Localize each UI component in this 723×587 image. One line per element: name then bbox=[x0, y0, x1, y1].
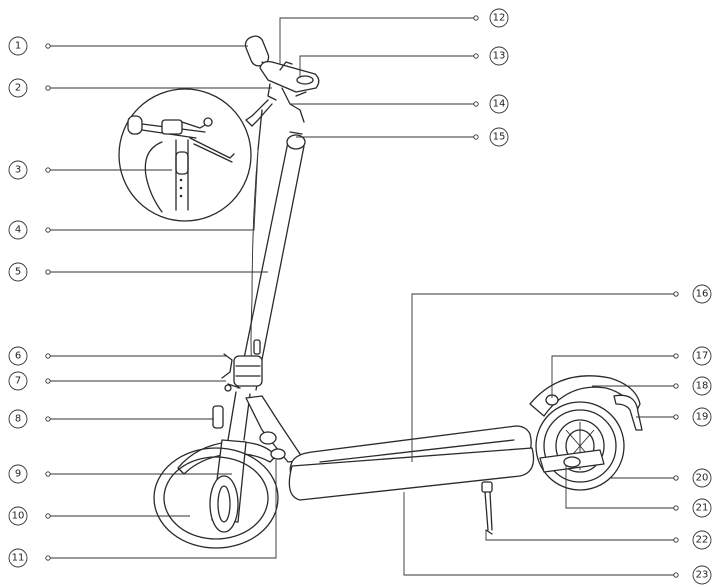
svg-text:17: 17 bbox=[696, 351, 709, 362]
svg-text:6: 6 bbox=[15, 351, 21, 362]
svg-text:1: 1 bbox=[15, 41, 21, 52]
svg-text:9: 9 bbox=[15, 469, 21, 480]
svg-text:12: 12 bbox=[493, 13, 506, 24]
svg-text:18: 18 bbox=[696, 381, 709, 392]
svg-text:20: 20 bbox=[696, 473, 709, 484]
handlebar-head bbox=[259, 60, 320, 123]
callout-16: 16 bbox=[692, 284, 712, 304]
svg-text:14: 14 bbox=[493, 99, 506, 110]
callout-13: 13 bbox=[489, 46, 509, 66]
rear-wheel bbox=[535, 401, 625, 491]
svg-text:23: 23 bbox=[696, 570, 709, 581]
detail-zoom-circle bbox=[118, 88, 252, 222]
callout-12: 12 bbox=[489, 8, 509, 28]
stem-tube bbox=[237, 131, 306, 391]
callout-5: 5 bbox=[8, 262, 28, 282]
brake-lever bbox=[245, 99, 273, 151]
front-light bbox=[212, 405, 224, 429]
svg-text:19: 19 bbox=[696, 412, 709, 423]
svg-text:7: 7 bbox=[15, 376, 21, 387]
callout-19: 19 bbox=[692, 407, 712, 427]
leader-lines bbox=[48, 17, 676, 576]
callout-1: 1 bbox=[8, 36, 28, 56]
svg-text:3: 3 bbox=[15, 165, 21, 176]
callout-22: 22 bbox=[692, 530, 712, 550]
svg-text:15: 15 bbox=[493, 132, 506, 143]
callout-23: 23 bbox=[692, 565, 712, 585]
callout-8: 8 bbox=[8, 409, 28, 429]
svg-text:10: 10 bbox=[12, 511, 25, 522]
callout-4: 4 bbox=[8, 220, 28, 240]
kickstand bbox=[481, 481, 493, 535]
svg-text:2: 2 bbox=[15, 83, 21, 94]
svg-text:13: 13 bbox=[493, 51, 506, 62]
svg-text:22: 22 bbox=[696, 535, 709, 546]
svg-text:8: 8 bbox=[15, 414, 21, 425]
svg-text:11: 11 bbox=[12, 553, 25, 564]
callout-18: 18 bbox=[692, 376, 712, 396]
deck bbox=[288, 425, 535, 501]
callout-10: 10 bbox=[8, 506, 28, 526]
callout-9: 9 bbox=[8, 464, 28, 484]
svg-text:5: 5 bbox=[15, 267, 21, 278]
svg-text:4: 4 bbox=[15, 225, 21, 236]
svg-text:21: 21 bbox=[696, 503, 709, 514]
callout-3: 3 bbox=[8, 160, 28, 180]
folding-mechanism bbox=[221, 339, 263, 392]
callout-21: 21 bbox=[692, 498, 712, 518]
svg-text:16: 16 bbox=[696, 289, 709, 300]
callout-20: 20 bbox=[692, 468, 712, 488]
scooter-illustration bbox=[118, 35, 643, 549]
front-wheel bbox=[153, 447, 279, 549]
callout-17: 17 bbox=[692, 346, 712, 366]
callout-11: 11 bbox=[8, 548, 28, 568]
callout-14: 14 bbox=[489, 94, 509, 114]
callout-15: 15 bbox=[489, 127, 509, 147]
leader-dots bbox=[45, 15, 679, 578]
callout-2: 2 bbox=[8, 78, 28, 98]
callout-6: 6 bbox=[8, 346, 28, 366]
callout-7: 7 bbox=[8, 371, 28, 391]
